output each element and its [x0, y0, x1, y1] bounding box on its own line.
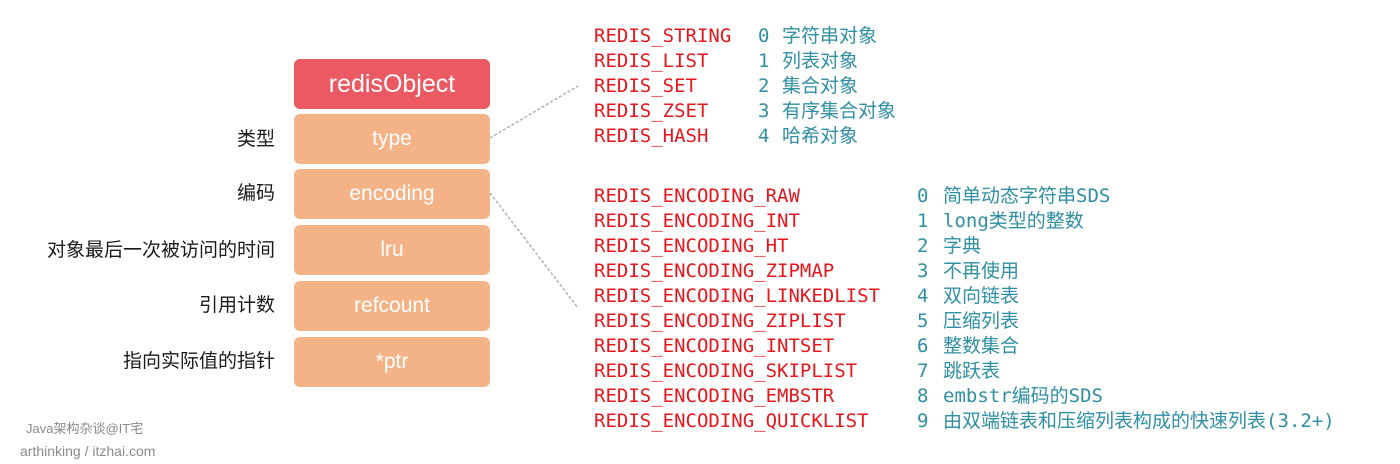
type-name: REDIS_LIST — [594, 50, 709, 72]
encoding-name: REDIS_ENCODING_RAW — [594, 185, 800, 207]
encoding-connector-line — [489, 192, 579, 309]
encoding-name: REDIS_ENCODING_INT — [594, 210, 800, 232]
encoding-name: REDIS_ENCODING_HT — [594, 235, 789, 257]
encoding-desc: long类型的整数 — [943, 210, 1084, 232]
encoding-desc: 简单动态字符串SDS — [943, 185, 1111, 207]
encoding-desc: 字典 — [943, 235, 982, 257]
type-desc: 集合对象 — [782, 75, 859, 97]
field-box-refcount: refcount — [294, 281, 490, 331]
type-value: 2 — [758, 75, 770, 97]
encoding-desc: 双向链表 — [943, 285, 1020, 307]
encoding-value: 9 — [917, 410, 929, 432]
type-value: 0 — [758, 25, 770, 47]
encoding-value: 2 — [917, 235, 929, 257]
field-label-type: 类型 — [236, 128, 275, 150]
encoding-name: REDIS_ENCODING_ZIPMAP — [594, 260, 835, 282]
encoding-value: 7 — [917, 360, 929, 382]
type-name: REDIS_STRING — [594, 25, 732, 47]
redisobject-header: redisObject — [294, 59, 490, 109]
type-desc: 有序集合对象 — [782, 100, 897, 122]
encoding-value: 1 — [917, 210, 929, 232]
encoding-name: REDIS_ENCODING_QUICKLIST — [594, 410, 869, 432]
type-desc: 列表对象 — [782, 50, 859, 72]
encoding-name: REDIS_ENCODING_LINKEDLIST — [594, 285, 880, 307]
field-label-refcount: 引用计数 — [198, 294, 275, 316]
encoding-value: 3 — [917, 260, 929, 282]
field-label-ptr: 指向实际值的指针 — [122, 350, 275, 372]
encoding-value: 4 — [917, 285, 929, 307]
field-label-encoding: 编码 — [236, 182, 275, 204]
type-name: REDIS_ZSET — [594, 100, 709, 122]
encoding-name: REDIS_ENCODING_SKIPLIST — [594, 360, 858, 382]
field-box-encoding: encoding — [294, 169, 490, 219]
field-label-lru: 对象最后一次被访问的时间 — [46, 239, 275, 261]
watermark-line2: arthinking / itzhai.com — [20, 443, 156, 459]
type-desc: 哈希对象 — [782, 125, 859, 147]
encoding-value: 6 — [917, 335, 929, 357]
type-name: REDIS_HASH — [594, 125, 709, 147]
type-name: REDIS_SET — [594, 75, 697, 97]
encoding-desc: 不再使用 — [943, 260, 1020, 282]
watermark-line1: Java架构杂谈@IT宅 — [26, 421, 144, 436]
type-value: 3 — [758, 100, 770, 122]
encoding-desc: 压缩列表 — [943, 310, 1020, 332]
field-box-lru: lru — [294, 225, 490, 275]
field-box-ptr: *ptr — [294, 337, 490, 387]
encoding-desc: embstr编码的SDS — [943, 385, 1103, 407]
encoding-desc: 跳跃表 — [943, 360, 1001, 382]
type-value: 4 — [758, 125, 770, 147]
encoding-name: REDIS_ENCODING_INTSET — [594, 335, 835, 357]
encoding-value: 5 — [917, 310, 929, 332]
type-connector-line — [489, 85, 579, 139]
field-box-type: type — [294, 114, 490, 164]
encoding-value: 8 — [917, 385, 929, 407]
encoding-desc: 整数集合 — [943, 335, 1020, 357]
encoding-name: REDIS_ENCODING_EMBSTR — [594, 385, 835, 407]
encoding-value: 0 — [917, 185, 929, 207]
type-value: 1 — [758, 50, 770, 72]
encoding-name: REDIS_ENCODING_ZIPLIST — [594, 310, 846, 332]
type-desc: 字符串对象 — [782, 25, 878, 47]
encoding-desc: 由双端链表和压缩列表构成的快速列表(3.2+) — [943, 410, 1335, 432]
